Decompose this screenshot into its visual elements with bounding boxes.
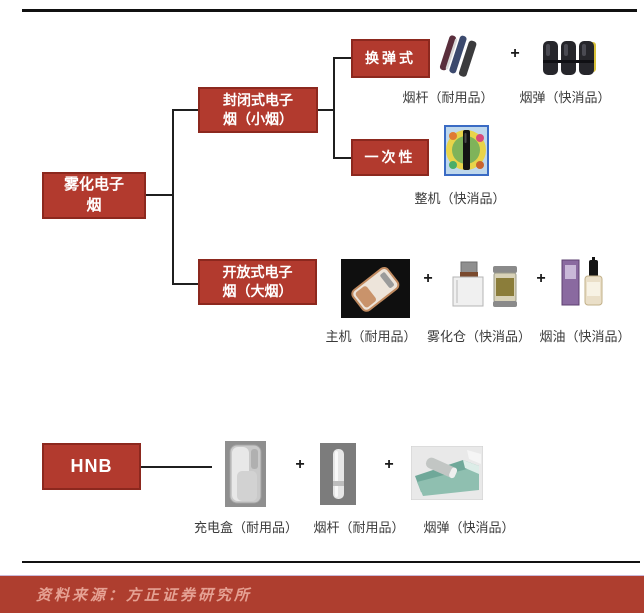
whole-device-image [444,125,489,176]
charging-box-image [225,441,266,507]
product-label: 烟弹（快消品） [423,520,515,535]
plus-sign: + [510,45,520,62]
e-liquid-image [558,256,608,308]
connector-line [335,157,351,159]
node-closed-ecig: 封闭式电子 烟（小烟） [198,87,318,133]
connector-line [318,109,333,111]
pods-image [538,36,600,80]
connector-line [172,109,174,285]
source-text: 资料来源：方正证券研究所 [36,588,253,604]
product-label: 烟弹（快消品） [519,90,611,105]
atomizer-tank-image [447,256,525,312]
plus-sign: + [536,270,546,287]
product-label: 雾化仓（快消品） [426,329,531,344]
connector-line [141,466,212,468]
product-label: 烟油（快消品） [539,329,631,344]
plus-sign: + [384,456,394,473]
top-rule [22,9,637,12]
heatstick-pack-image [411,446,483,500]
plus-sign: + [295,456,305,473]
bottom-rule [22,561,640,563]
node-cartridge-type: 换弹式 [351,39,430,78]
node-hnb: HNB [42,443,141,490]
product-label: 烟杆（耐用品） [313,520,405,535]
heat-stick-image [320,443,356,505]
node-atomized-ecig: 雾化电子 烟 [42,172,146,219]
node-open-ecig: 开放式电子 烟（大烟） [198,259,317,305]
product-label: 整机（快消品） [414,191,506,206]
connector-line [146,194,172,196]
product-label: 充电盒（耐用品） [193,520,298,535]
connector-line [174,283,198,285]
vape-stems-image [437,33,492,82]
node-disposable-type: 一次性 [351,139,429,176]
mod-device-image [341,259,410,318]
product-label: 主机（耐用品） [325,329,417,344]
plus-sign: + [423,270,433,287]
product-label: 烟杆（耐用品） [402,90,494,105]
connector-line [335,57,351,59]
connector-line [333,57,335,159]
connector-line [174,109,198,111]
source-band: 资料来源：方正证券研究所 [0,575,644,613]
